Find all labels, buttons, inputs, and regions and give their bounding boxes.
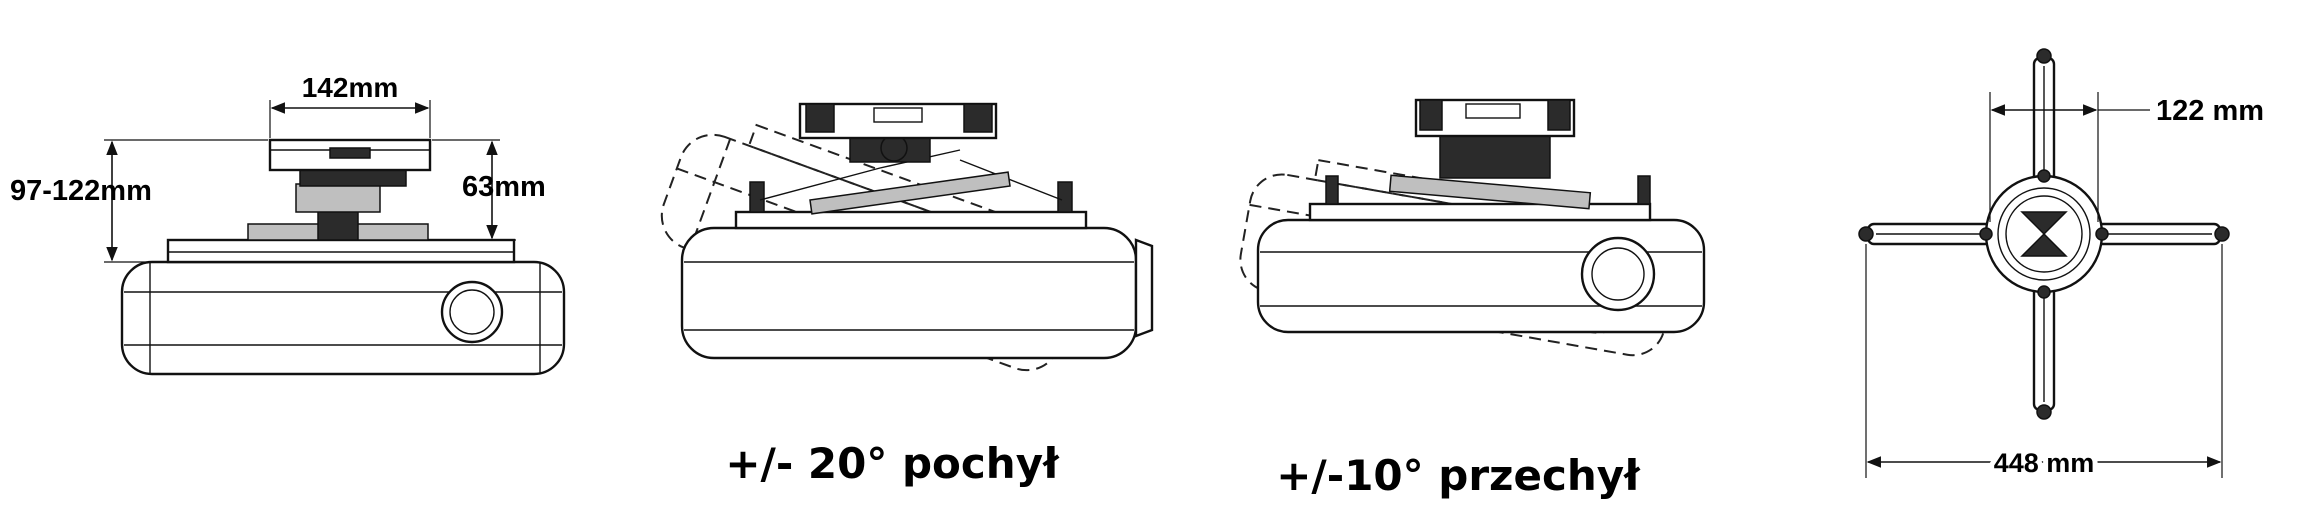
plate-dimension-label: 63mm: [462, 171, 546, 203]
projector-lens: [440, 280, 504, 344]
inner-dimension-label: 122 mm: [2156, 95, 2264, 127]
pitch-view: +/- 20° pochył: [660, 102, 1154, 488]
pitch-projector-body: [680, 226, 1138, 360]
roll-view: +/-10° przechył: [1239, 98, 1706, 500]
pitch-caption: +/- 20° pochył: [725, 439, 1060, 488]
mounting-plate: [166, 238, 516, 264]
span-dimension-label: 448 mm: [1994, 448, 2095, 478]
roll-caption: +/-10° przechył: [1276, 451, 1641, 500]
roll-lens: [1580, 236, 1656, 312]
front-view: 142mm 97-122mm 63mm: [10, 72, 566, 376]
height-dimension-label: 97-122mm: [10, 175, 152, 207]
roll-plate: [1308, 202, 1652, 222]
pitch-lens: [1134, 238, 1154, 338]
pitch-plate: [734, 210, 1088, 230]
width-dimension-label: 142mm: [302, 72, 399, 103]
top-view: 122 mm 448 mm: [1858, 48, 2264, 483]
